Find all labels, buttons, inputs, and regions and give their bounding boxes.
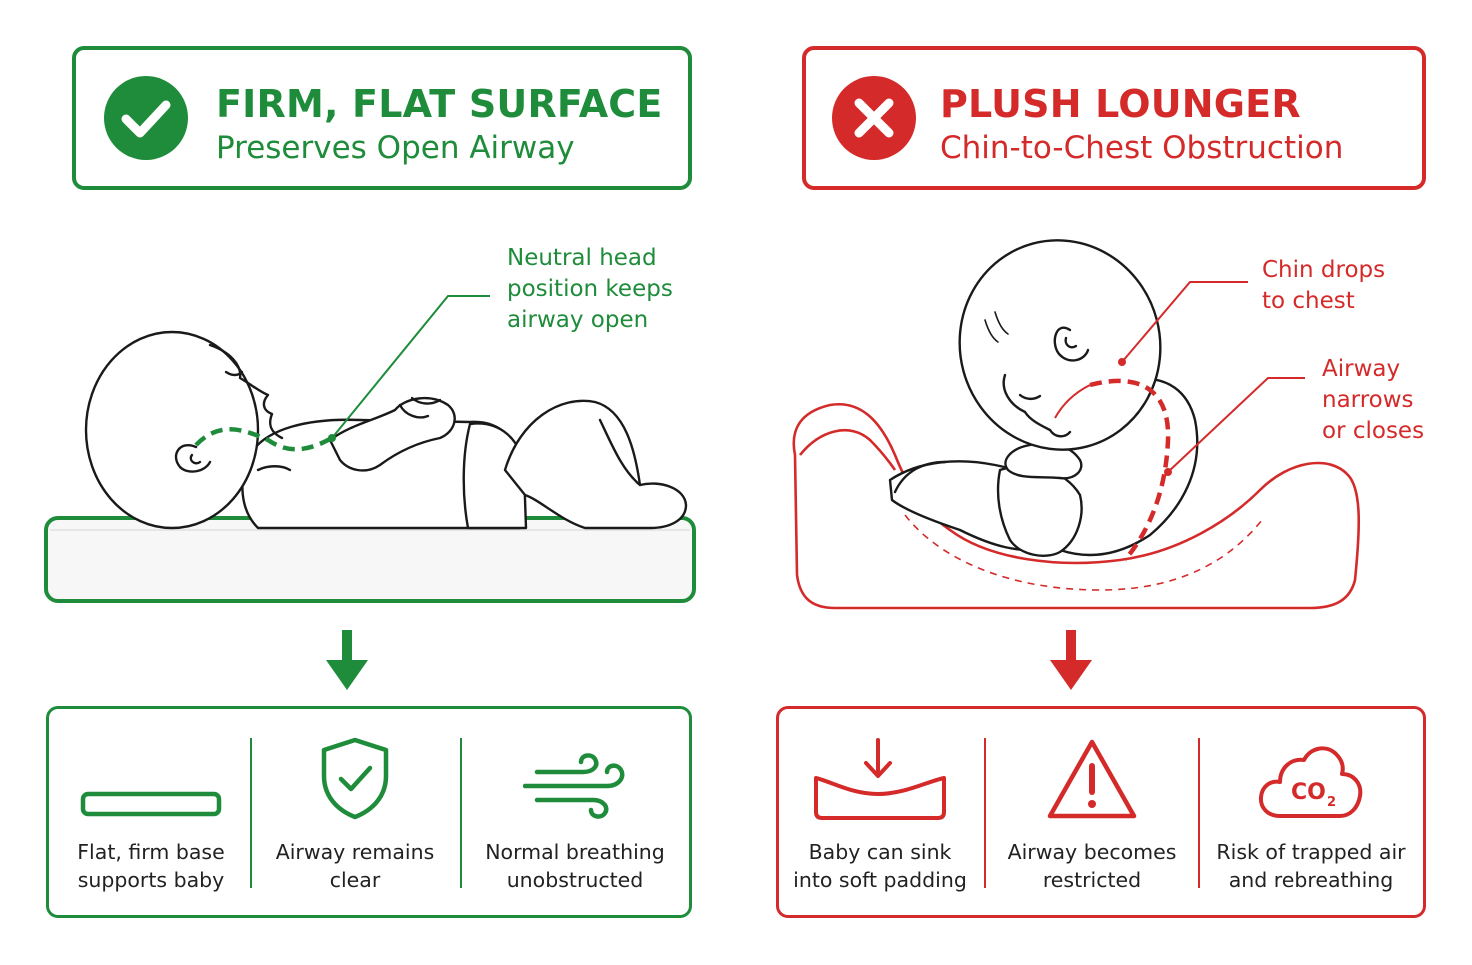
- danger-item-sink: Baby can sink into soft padding: [776, 734, 984, 894]
- warning-triangle-icon: [1047, 739, 1137, 819]
- flat-base-icon: [80, 791, 222, 817]
- safe-item-1-line2: supports baby: [77, 868, 225, 892]
- airway-callout: Airway narrows or closes: [1322, 356, 1425, 444]
- safe-item-2-line1: Airway remains: [275, 840, 435, 864]
- sinking-padding-icon: [814, 738, 946, 820]
- safe-item-airway-clear: Airway remains clear: [250, 734, 460, 894]
- safe-item-3-line1: Normal breathing: [485, 840, 665, 864]
- danger-item-restricted: Airway becomes restricted: [986, 734, 1198, 894]
- neutral-airway-path: [194, 427, 334, 452]
- danger-title: PLUSH LOUNGER: [940, 82, 1301, 126]
- danger-item-3-line1: Risk of trapped air: [1216, 840, 1406, 864]
- co2-cloud-icon: CO 2: [1258, 746, 1363, 818]
- plush-lounger: [792, 402, 1361, 610]
- airflow-icon: [523, 753, 625, 819]
- chin-callout-leader: [1121, 281, 1248, 363]
- safe-callout: Neutral head position keeps airway open: [507, 245, 673, 333]
- danger-outcomes-box: [776, 706, 1426, 918]
- firm-mattress: [44, 516, 696, 603]
- danger-divider-2: [1198, 738, 1200, 888]
- danger-item-2-line1: Airway becomes: [1007, 840, 1177, 864]
- svg-text:CO: CO: [1291, 780, 1326, 805]
- svg-text:2: 2: [1327, 795, 1336, 810]
- x-circle-icon: [832, 76, 916, 160]
- danger-divider-1: [984, 738, 986, 888]
- danger-item-1-line1: Baby can sink: [808, 840, 952, 864]
- check-circle-icon: [104, 76, 188, 160]
- safe-divider-1: [250, 738, 252, 888]
- safe-callout-leader: [331, 295, 490, 439]
- safe-down-arrow-icon: [326, 630, 368, 690]
- safe-title: FIRM, FLAT SURFACE: [216, 82, 663, 126]
- safe-item-1-line1: Flat, firm base: [77, 840, 225, 864]
- baby-lying-flat: [84, 330, 688, 530]
- chin-callout: Chin drops to chest: [1262, 257, 1386, 314]
- safe-item-breathing: Normal breathing unobstructed: [462, 734, 688, 894]
- danger-item-2-line2: restricted: [1042, 868, 1142, 892]
- obstructed-airway-path: [1089, 378, 1171, 562]
- safe-item-3-line2: unobstructed: [506, 868, 644, 892]
- safe-item-2-line2: clear: [329, 868, 381, 892]
- shield-check-icon: [321, 737, 389, 820]
- safe-divider-2: [460, 738, 462, 888]
- baby-in-lounger: [888, 239, 1199, 557]
- airway-callout-leader: [1167, 377, 1305, 473]
- danger-item-3-line2: and rebreathing: [1228, 868, 1394, 892]
- danger-down-arrow-icon: [1050, 630, 1092, 690]
- danger-item-1-line2: into soft padding: [793, 868, 967, 892]
- danger-item-co2: CO 2 Risk of trapped air and rebreathing: [1200, 734, 1422, 894]
- safe-subtitle: Preserves Open Airway: [216, 130, 575, 166]
- danger-subtitle: Chin-to-Chest Obstruction: [940, 130, 1344, 166]
- safe-item-flat-base: Flat, firm base supports baby: [46, 734, 256, 894]
